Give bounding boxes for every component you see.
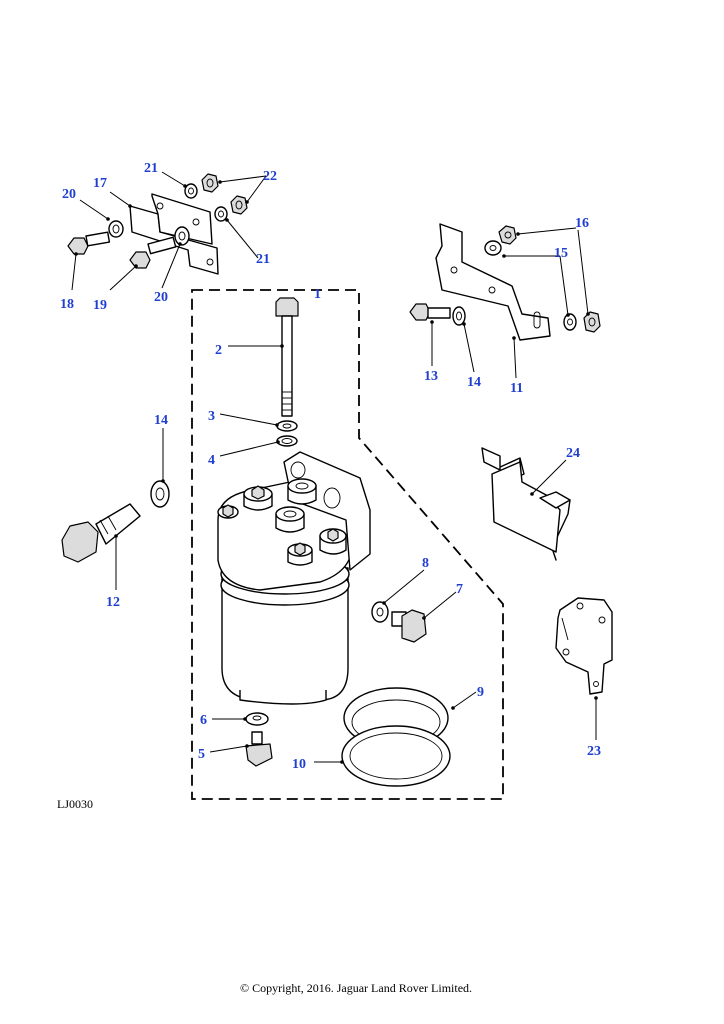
callout-13[interactable]: 13 — [424, 369, 438, 384]
washer-20a[interactable] — [108, 220, 124, 238]
callout-23[interactable]: 23 — [587, 744, 601, 759]
washer-3[interactable] — [276, 420, 298, 432]
washer-21b[interactable] — [214, 206, 228, 222]
bolt-13[interactable] — [409, 303, 451, 321]
heat-shield-24[interactable] — [481, 447, 571, 561]
seal-4[interactable] — [276, 435, 298, 447]
callout-5[interactable]: 5 — [198, 747, 205, 762]
callout-14a[interactable]: 14 — [154, 413, 168, 428]
copyright-notice: © Copyright, 2016. Jaguar Land Rover Lim… — [239, 981, 473, 995]
callout-10[interactable]: 10 — [292, 757, 306, 772]
banjo-bolt-7[interactable] — [391, 609, 427, 643]
bolt-12[interactable] — [61, 503, 141, 563]
bolt-19[interactable] — [129, 236, 177, 269]
callout-9[interactable]: 9 — [477, 685, 484, 700]
long-bolt-2[interactable] — [275, 297, 299, 417]
washer-14a[interactable] — [150, 480, 170, 508]
filter-assembly[interactable] — [217, 451, 371, 705]
bracket-23[interactable] — [555, 597, 613, 695]
callout-24[interactable]: 24 — [566, 446, 580, 461]
callout-12[interactable]: 12 — [106, 595, 120, 610]
callout-21a[interactable]: 21 — [144, 161, 158, 176]
callout-3[interactable]: 3 — [208, 409, 215, 424]
callout-11[interactable]: 11 — [510, 381, 523, 396]
bracket-11[interactable] — [435, 223, 551, 341]
callout-2[interactable]: 2 — [215, 343, 222, 358]
drawing-code: LJ0030 — [57, 797, 93, 811]
callout-22[interactable]: 22 — [263, 169, 277, 184]
callout-20b[interactable]: 20 — [154, 290, 168, 305]
washer-15a[interactable] — [484, 240, 502, 256]
callout-6[interactable]: 6 — [200, 713, 207, 728]
callout-15[interactable]: 15 — [554, 246, 568, 261]
seal-ring-10[interactable] — [341, 725, 451, 787]
washer-8[interactable] — [371, 601, 389, 623]
callout-17[interactable]: 17 — [93, 176, 107, 191]
callout-21b[interactable]: 21 — [256, 252, 270, 267]
washer-21a[interactable] — [184, 183, 198, 199]
callout-19[interactable]: 19 — [93, 298, 107, 313]
leader-lines — [71, 171, 598, 764]
nut-22b[interactable] — [230, 195, 248, 215]
callout-16[interactable]: 16 — [575, 216, 589, 231]
bolt-18[interactable] — [67, 231, 111, 255]
callout-14b[interactable]: 14 — [467, 375, 481, 390]
drain-plug-5[interactable] — [245, 731, 273, 767]
washer-14b[interactable] — [452, 306, 466, 326]
callout-20a[interactable]: 20 — [62, 187, 76, 202]
kit-boundary — [191, 289, 504, 800]
callout-7[interactable]: 7 — [456, 582, 463, 597]
callout-4[interactable]: 4 — [208, 453, 215, 468]
callout-labels: 1 2 3 4 5 6 7 8 9 10 11 12 13 14 14 15 1… — [60, 161, 601, 772]
washer-6[interactable] — [245, 712, 269, 726]
nut-16b[interactable] — [583, 311, 601, 333]
washer-20b[interactable] — [174, 226, 190, 246]
callout-8[interactable]: 8 — [422, 556, 429, 571]
callout-18[interactable]: 18 — [60, 297, 74, 312]
washer-15b[interactable] — [563, 313, 577, 331]
nut-16a[interactable] — [498, 225, 517, 245]
nut-22a[interactable] — [201, 173, 219, 193]
callout-1[interactable]: 1 — [314, 287, 321, 302]
